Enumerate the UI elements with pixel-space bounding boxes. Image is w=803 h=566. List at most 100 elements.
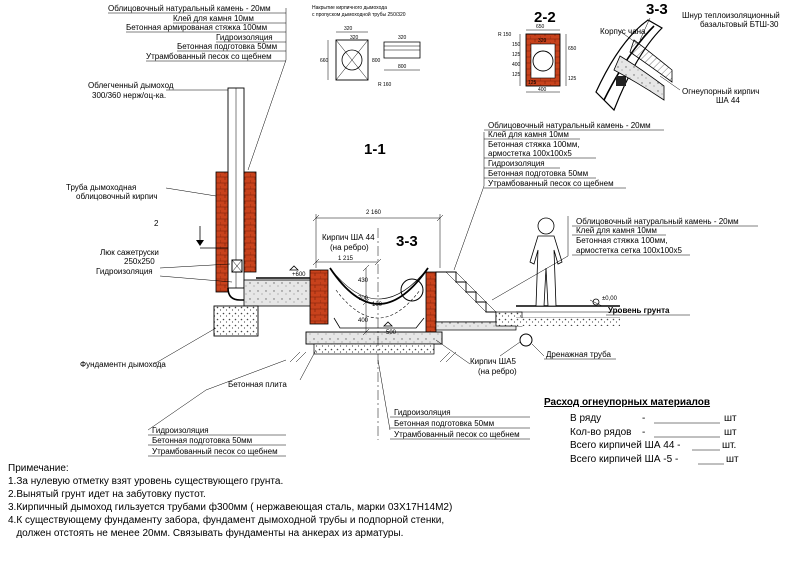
center-layer-3: Утрамбованный песок со щебнем — [394, 430, 520, 439]
s22-dim-3: 150 — [512, 42, 521, 48]
materials-table: Расход огнеупорных материалов В ряду - ш… — [544, 397, 739, 465]
note-1: 1.За нулевую отметку взят уровень сущест… — [8, 476, 283, 487]
bowl-wall-right — [425, 271, 437, 333]
materials-row-2-dash: - — [642, 427, 645, 438]
s22-dim-6: 125 — [512, 72, 521, 78]
chimney-layer-6: Утрамбованный песок со щебнем — [146, 52, 272, 61]
chimney-layer-3: Бетонная армированая стяжка 100мм — [126, 23, 267, 32]
drain-pipe — [519, 333, 533, 347]
detail-3-3-marker — [400, 278, 424, 302]
s33-label-2b: базальтовый БТШ-30 — [700, 20, 779, 29]
note-3: 3.Кирпичный дымоход гильзуется трубами ф… — [8, 501, 452, 513]
hatch-label-1: Люк сажетруски — [100, 248, 159, 257]
cap-title-1: Накрытие кирпичного дымохода — [312, 5, 387, 11]
hydro-label: Гидроизоляция — [96, 267, 153, 276]
s22-radius: R 150 — [498, 32, 512, 38]
slab-label: Бетонная плита — [228, 380, 287, 389]
s22-dim-1: 650 — [536, 24, 545, 30]
cap-radius: R 160 — [378, 82, 392, 88]
notes-block: Примечание: 1.За нулевую отметку взят ур… — [8, 463, 452, 539]
notes-title: Примечание: — [8, 463, 69, 474]
chimney-layer-5: Бетонная подготовка 50мм — [177, 42, 277, 51]
chimney-cap-plan — [327, 31, 421, 81]
s22-dim-2: 320 — [538, 38, 547, 44]
foundation-label: Фундаментн дымохода — [80, 360, 166, 369]
section-1-1 — [147, 8, 681, 440]
materials-row-1-label: В ряду — [570, 413, 601, 424]
s22-dim-9: 400 — [538, 87, 547, 93]
center-layer-2: Бетонная подготовка 50мм — [394, 419, 494, 428]
title-section-1-1: 1-1 — [364, 141, 386, 158]
bottom-layer-2: Бетонная подготовка 50мм — [152, 436, 252, 445]
right-top-layer-4: Гидроизоляция — [488, 159, 545, 168]
level-minus-500: -500 — [384, 330, 397, 336]
leader-lines — [147, 8, 681, 431]
brick44-label-2: (на ребро) — [330, 243, 369, 252]
title-section-2-2: 2-2 — [534, 9, 556, 26]
pipe-label-1: Труба дымоходная — [66, 183, 136, 192]
cap-dim-1: 320 — [344, 26, 353, 32]
bowl-wall-left — [309, 269, 329, 325]
cap-dim-2: 320 — [350, 35, 359, 41]
chimney-foundation — [213, 305, 259, 337]
materials-title: Расход огнеупорных материалов — [544, 397, 710, 408]
hatch-label-2: 250x250 — [124, 257, 155, 266]
chimney-brick-left — [215, 171, 229, 293]
concrete-slab — [305, 331, 443, 345]
materials-row-4-label: Всего кирпичей ША -5 - — [570, 454, 678, 465]
cap-dim-4: 660 — [320, 58, 329, 64]
s22-dim-10: 125 — [528, 80, 537, 86]
flue-label-1: Облегченный дымоход — [88, 81, 174, 90]
bottom-layer-1: Гидроизоляция — [152, 426, 209, 435]
s22-dim-4: 125 — [512, 52, 521, 58]
right-top-layer-6: Утрамбованный песок со щебнем — [488, 179, 614, 188]
section-2-2 — [519, 29, 567, 93]
detail-3-3 — [595, 19, 673, 112]
materials-row-4-unit: шт — [726, 454, 739, 465]
materials-row-3-label: Всего кирпичей ША 44 - — [570, 440, 681, 451]
right-top-layer-3b: армостетка 100x100x5 — [488, 149, 572, 158]
chimney-layer-2: Клей для камня 10мм — [173, 14, 254, 23]
cap-dim-6: 800 — [398, 64, 407, 70]
materials-row-3-unit: шт. — [722, 440, 736, 451]
s22-dim-7: 650 — [568, 46, 577, 52]
note-5: должен отстоять не менее 20мм. Связывать… — [8, 527, 403, 539]
s33-label-3a: Огнеупорный кирпич — [682, 87, 759, 96]
bottom-layer-3: Утрамбованный песок со щебнем — [152, 447, 278, 456]
dim-100: 100 — [372, 302, 383, 308]
right-mid-layer-1: Облицовочный натуральный камень - 20мм — [576, 217, 739, 226]
pipe-label-2: облицовочный кирпич — [76, 192, 158, 201]
flue-label-2: 300/360 нерж/оц-ка. — [92, 91, 166, 100]
section-mark-2: 2 — [154, 219, 159, 228]
title-section-3-3: 3-3 — [646, 1, 668, 18]
materials-row-2-unit: шт — [724, 427, 737, 438]
note-2: 2.Вынятый грунт идет на забутовку пустот… — [8, 488, 206, 500]
flue-channel — [243, 279, 313, 307]
note-4: 4.К существующему фундаменту забора, фун… — [8, 514, 444, 526]
s33-label-1: Корпус чана — [600, 27, 646, 36]
brick5-label-2: (на ребро) — [478, 367, 517, 376]
dim-400: 400 — [358, 318, 369, 324]
right-mid-layer-3: Бетонная стяжка 100мм, — [576, 236, 668, 245]
right-top-layer-5: Бетонная подготовка 50мм — [488, 169, 588, 178]
steps — [435, 271, 497, 323]
s22-dim-5: 400 — [512, 62, 521, 68]
chimney-brick-right — [243, 171, 257, 273]
dim-430: 430 — [358, 278, 369, 284]
right-mid-layer-4: армостетка сетка 100x100x5 — [576, 246, 683, 255]
right-top-layer-2: Клей для камня 10мм — [488, 130, 569, 139]
chimney-layer-1: Облицовочный натуральный камень - 20мм — [108, 4, 271, 13]
cap-title-2: с пропуском дымоходной трубы 250/320 — [312, 11, 406, 18]
brick44-label-1: Кирпич ША 44 — [322, 233, 375, 242]
right-mid-layer-2: Клей для камня 10мм — [576, 226, 657, 235]
s33-label-3b: ША 44 — [716, 96, 740, 105]
cap-dim-5: 320 — [398, 35, 407, 41]
ground-level-label: Уровень грунта — [608, 306, 670, 315]
dim-1215: 1 215 — [338, 256, 354, 262]
level-plus-600: +600 — [292, 272, 306, 278]
cap-dim-3: 800 — [372, 58, 381, 64]
right-top-layer-3: Бетонная стяжка 100мм, — [488, 140, 580, 149]
person-figure — [529, 217, 563, 307]
chimney-layer-4: Гидроизоляция — [216, 33, 273, 42]
